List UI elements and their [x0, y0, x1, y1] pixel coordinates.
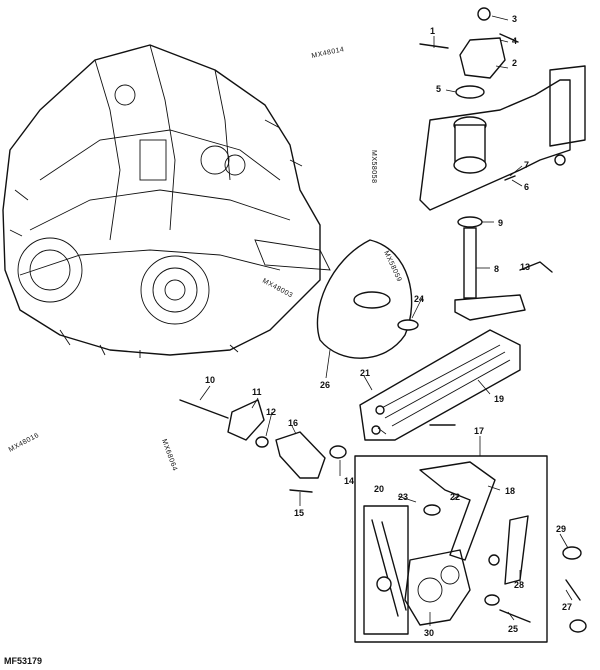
callout-19: 19	[494, 394, 504, 404]
ref-note-6: MX68064	[160, 438, 178, 472]
ref-note-2: MX58058	[370, 150, 377, 183]
callout-23: 23	[398, 492, 408, 502]
ref-note-5: MX48016	[8, 432, 41, 454]
callout-22: 22	[450, 492, 460, 502]
callout-11: 11	[252, 387, 262, 397]
callout-1: 1	[430, 26, 435, 36]
callout-24: 24	[414, 294, 424, 304]
callout-6: 6	[524, 182, 529, 192]
small-hardware	[562, 546, 587, 633]
callout-12: 12	[266, 407, 276, 417]
callout-7: 7	[524, 160, 529, 170]
ref-note-1: MX48014	[311, 46, 345, 60]
callout-26: 26	[320, 380, 330, 390]
callout-25: 25	[508, 624, 518, 634]
callout-10: 10	[205, 375, 215, 385]
callout-21: 21	[360, 368, 370, 378]
callout-30: 30	[424, 628, 434, 638]
callout-27: 27	[562, 602, 572, 612]
callout-16: 16	[288, 418, 298, 428]
callout-9: 9	[498, 218, 503, 228]
gasket-plate	[316, 239, 419, 359]
leader-lines	[199, 15, 573, 626]
ref-note-4: MX48003	[261, 278, 294, 300]
callout-4: 4	[512, 36, 517, 46]
callout-3: 3	[512, 14, 517, 24]
ref-note-3: MX58059	[382, 250, 402, 283]
shift-shaft-assembly	[419, 7, 586, 321]
callout-5: 5	[436, 84, 441, 94]
callout-14: 14	[344, 476, 354, 486]
callout-20: 20	[374, 484, 384, 494]
shift-linkage	[179, 399, 347, 493]
figure-id: MF53179	[4, 656, 42, 666]
callout-18: 18	[505, 486, 515, 496]
callout-15: 15	[294, 508, 304, 518]
callout-2: 2	[512, 58, 517, 68]
callout-29: 29	[556, 524, 566, 534]
transmission-housing	[2, 44, 331, 358]
callout-28: 28	[514, 580, 524, 590]
callout-8: 8	[494, 264, 499, 274]
shift-rail-plate	[359, 329, 521, 441]
callout-13: 13	[520, 262, 530, 272]
callout-labels: 1 2 3 4 5 6 7 8 9 10 11 12 13 14 15 16 1…	[205, 14, 572, 638]
callout-17: 17	[474, 426, 484, 436]
